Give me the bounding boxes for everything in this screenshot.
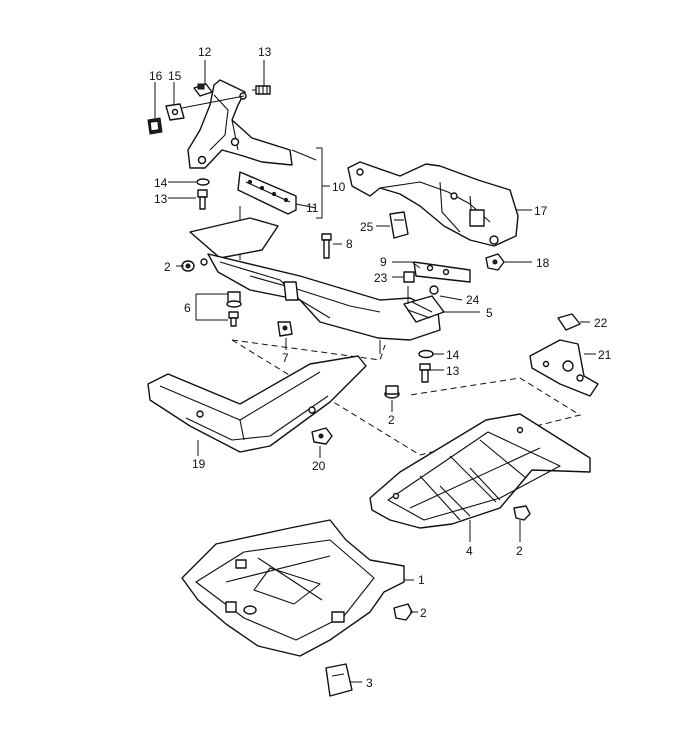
nut-part-2-right — [384, 385, 400, 399]
side-rail-part-19 — [147, 355, 367, 453]
bolts-part-6 — [226, 291, 242, 327]
clip-part-12 — [193, 83, 213, 97]
bracket-part-21 — [529, 339, 599, 397]
bolt-part-8 — [321, 233, 332, 259]
callout-11: 11 — [306, 201, 319, 215]
nut-part-2-bottom — [393, 603, 413, 621]
callout-13-right: 13 — [446, 364, 460, 378]
callout-12: 12 — [198, 45, 212, 59]
shield-part-17 — [347, 161, 519, 247]
callout-15: 15 — [168, 69, 182, 83]
underbody-panel-part-1 — [181, 519, 405, 657]
callout-24: 24 — [466, 293, 480, 307]
callout-21: 21 — [598, 348, 612, 362]
leader-lines — [154, 60, 596, 683]
washer-part-14-top — [196, 178, 210, 186]
callout-4: 4 — [466, 544, 473, 558]
callout-22: 22 — [594, 316, 608, 330]
callout-13-mid: 13 — [154, 192, 168, 206]
callout-17: 17 — [534, 204, 548, 218]
rubber-block-part-3 — [325, 663, 353, 697]
nut-part-7 — [277, 321, 293, 337]
bracket-part-9 — [413, 261, 471, 283]
callout-9: 9 — [380, 255, 387, 269]
callout-10: 10 — [332, 180, 346, 194]
callout-2-left: 2 — [164, 260, 171, 274]
screw-part-13-top — [252, 85, 271, 95]
nut-part-18 — [485, 253, 505, 271]
callout-3: 3 — [366, 676, 373, 690]
callout-18: 18 — [536, 256, 550, 270]
nut-part-2-lattice — [513, 505, 531, 521]
callout-23: 23 — [374, 271, 388, 285]
callout-14-right: 14 — [446, 348, 460, 362]
callout-14-top: 14 — [154, 176, 168, 190]
nut-part-20 — [311, 427, 333, 445]
callout-5: 5 — [486, 306, 493, 320]
callout-16: 16 — [149, 69, 163, 83]
callout-7: 7 — [282, 351, 289, 365]
callout-2-lattice: 2 — [516, 544, 523, 558]
callout-8: 8 — [346, 237, 353, 251]
bolt-part-13-mid — [197, 189, 208, 210]
bracket-part-25 — [389, 211, 409, 239]
callout-19: 19 — [192, 457, 206, 471]
callout-labels: 1 2 2 2 2 3 4 5 6 7 8 9 10 11 12 13 13 1… — [149, 45, 612, 690]
washer-part-14-right — [418, 349, 434, 359]
nut-part-16 — [147, 117, 163, 135]
callout-20: 20 — [312, 459, 326, 473]
callout-13-top: 13 — [258, 45, 272, 59]
callout-6: 6 — [184, 301, 191, 315]
bolt-part-13-right — [419, 363, 431, 383]
callout-1: 1 — [418, 573, 425, 587]
crossmember-frame-part-5 — [189, 217, 445, 341]
callout-2-right: 2 — [388, 413, 395, 427]
clip-part-15 — [165, 103, 185, 121]
callout-2-bottom: 2 — [420, 606, 427, 620]
support-rail-part-11 — [237, 171, 297, 215]
nut-part-24 — [429, 285, 439, 295]
callout-25: 25 — [360, 220, 374, 234]
clip-part-22 — [557, 313, 581, 331]
nut-part-23 — [403, 271, 415, 283]
lattice-frame-part-4 — [369, 413, 591, 529]
